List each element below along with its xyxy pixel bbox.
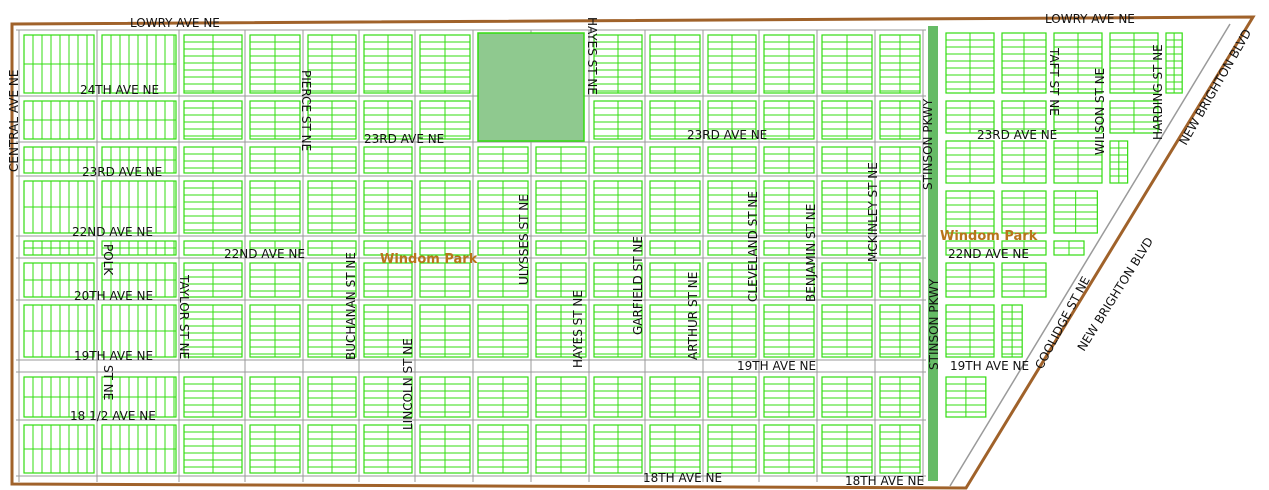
label-lowry-ave-east: LOWRY AVE NE xyxy=(1045,12,1135,26)
label-central-ave: CENTRAL AVE NE xyxy=(7,70,21,172)
label-19th-ave-east: 19TH AVE NE xyxy=(950,359,1029,373)
label-22nd-ave-east: 22ND AVE NE xyxy=(948,247,1029,261)
label-harding-st: HARDING ST NE xyxy=(1151,44,1165,140)
new-brighton-blvd-line xyxy=(949,23,1231,487)
label-arthur-st: ARTHUR ST NE xyxy=(686,272,700,360)
label-mckinley-st: MCKINLEY ST NE xyxy=(866,162,880,262)
label-hayes-st-north: HAYES ST NE xyxy=(585,17,599,95)
label-stinson-pkwy-south: STINSON PKWY xyxy=(927,278,941,370)
label-taft-st: TAFT ST NE xyxy=(1047,47,1061,116)
label-19th-ave-center: 19TH AVE NE xyxy=(737,359,816,373)
label-wilson-st: WILSON ST NE xyxy=(1093,68,1107,155)
label-18-half-ave: 18 1/2 AVE NE xyxy=(70,409,156,423)
label-garfield-st: GARFIELD ST NE xyxy=(631,236,645,335)
label-buchanan-st: BUCHANAN ST NE xyxy=(344,252,358,360)
label-polk-st-ne: ST NE xyxy=(101,365,115,400)
label-hayes-st-south: HAYES ST NE xyxy=(571,290,585,368)
label-22nd-ave-west: 22ND AVE NE xyxy=(72,225,153,239)
label-19th-ave-west: 19TH AVE NE xyxy=(74,349,153,363)
label-pierce-st: PIERCE ST NE xyxy=(299,70,313,151)
label-cleveland-st: CLEVELAND ST NE xyxy=(746,191,760,302)
label-24th-ave: 24TH AVE NE xyxy=(80,83,159,97)
label-18th-ave-east: 18TH AVE NE xyxy=(845,474,924,488)
label-stinson-pkwy-north: STINSON PKWY xyxy=(921,98,935,190)
label-23rd-ave-east: 23RD AVE NE xyxy=(977,128,1057,142)
label-lowry-ave-west: LOWRY AVE NE xyxy=(130,16,220,30)
label-22nd-ave-mid: 22ND AVE NE xyxy=(224,247,305,261)
label-ulysses-st: ULYSSES ST NE xyxy=(517,194,531,285)
stinson-parkway-median xyxy=(928,26,938,481)
parcel-layer xyxy=(23,32,1183,474)
label-lincoln-st: LINCOLN ST NE xyxy=(401,338,415,430)
park-area xyxy=(477,32,585,142)
street-lines xyxy=(16,29,926,482)
label-18th-ave-center: 18TH AVE NE xyxy=(643,471,722,485)
label-23rd-ave-mid: 23RD AVE NE xyxy=(364,132,444,146)
neighborhood-label-east: Windom Park xyxy=(940,229,1038,244)
label-23rd-ave-west: 23RD AVE NE xyxy=(82,165,162,179)
label-polk-st: POLK xyxy=(101,244,115,276)
neighborhood-boundary xyxy=(10,15,1256,490)
label-23rd-ave-center: 23RD AVE NE xyxy=(687,128,767,142)
neighborhood-label: Windom Park xyxy=(380,252,478,267)
label-taylor-st: TAYLOR ST NE xyxy=(177,274,191,359)
label-20th-ave: 20TH AVE NE xyxy=(74,289,153,303)
label-benjamin-st: BENJAMIN ST NE xyxy=(804,204,818,302)
